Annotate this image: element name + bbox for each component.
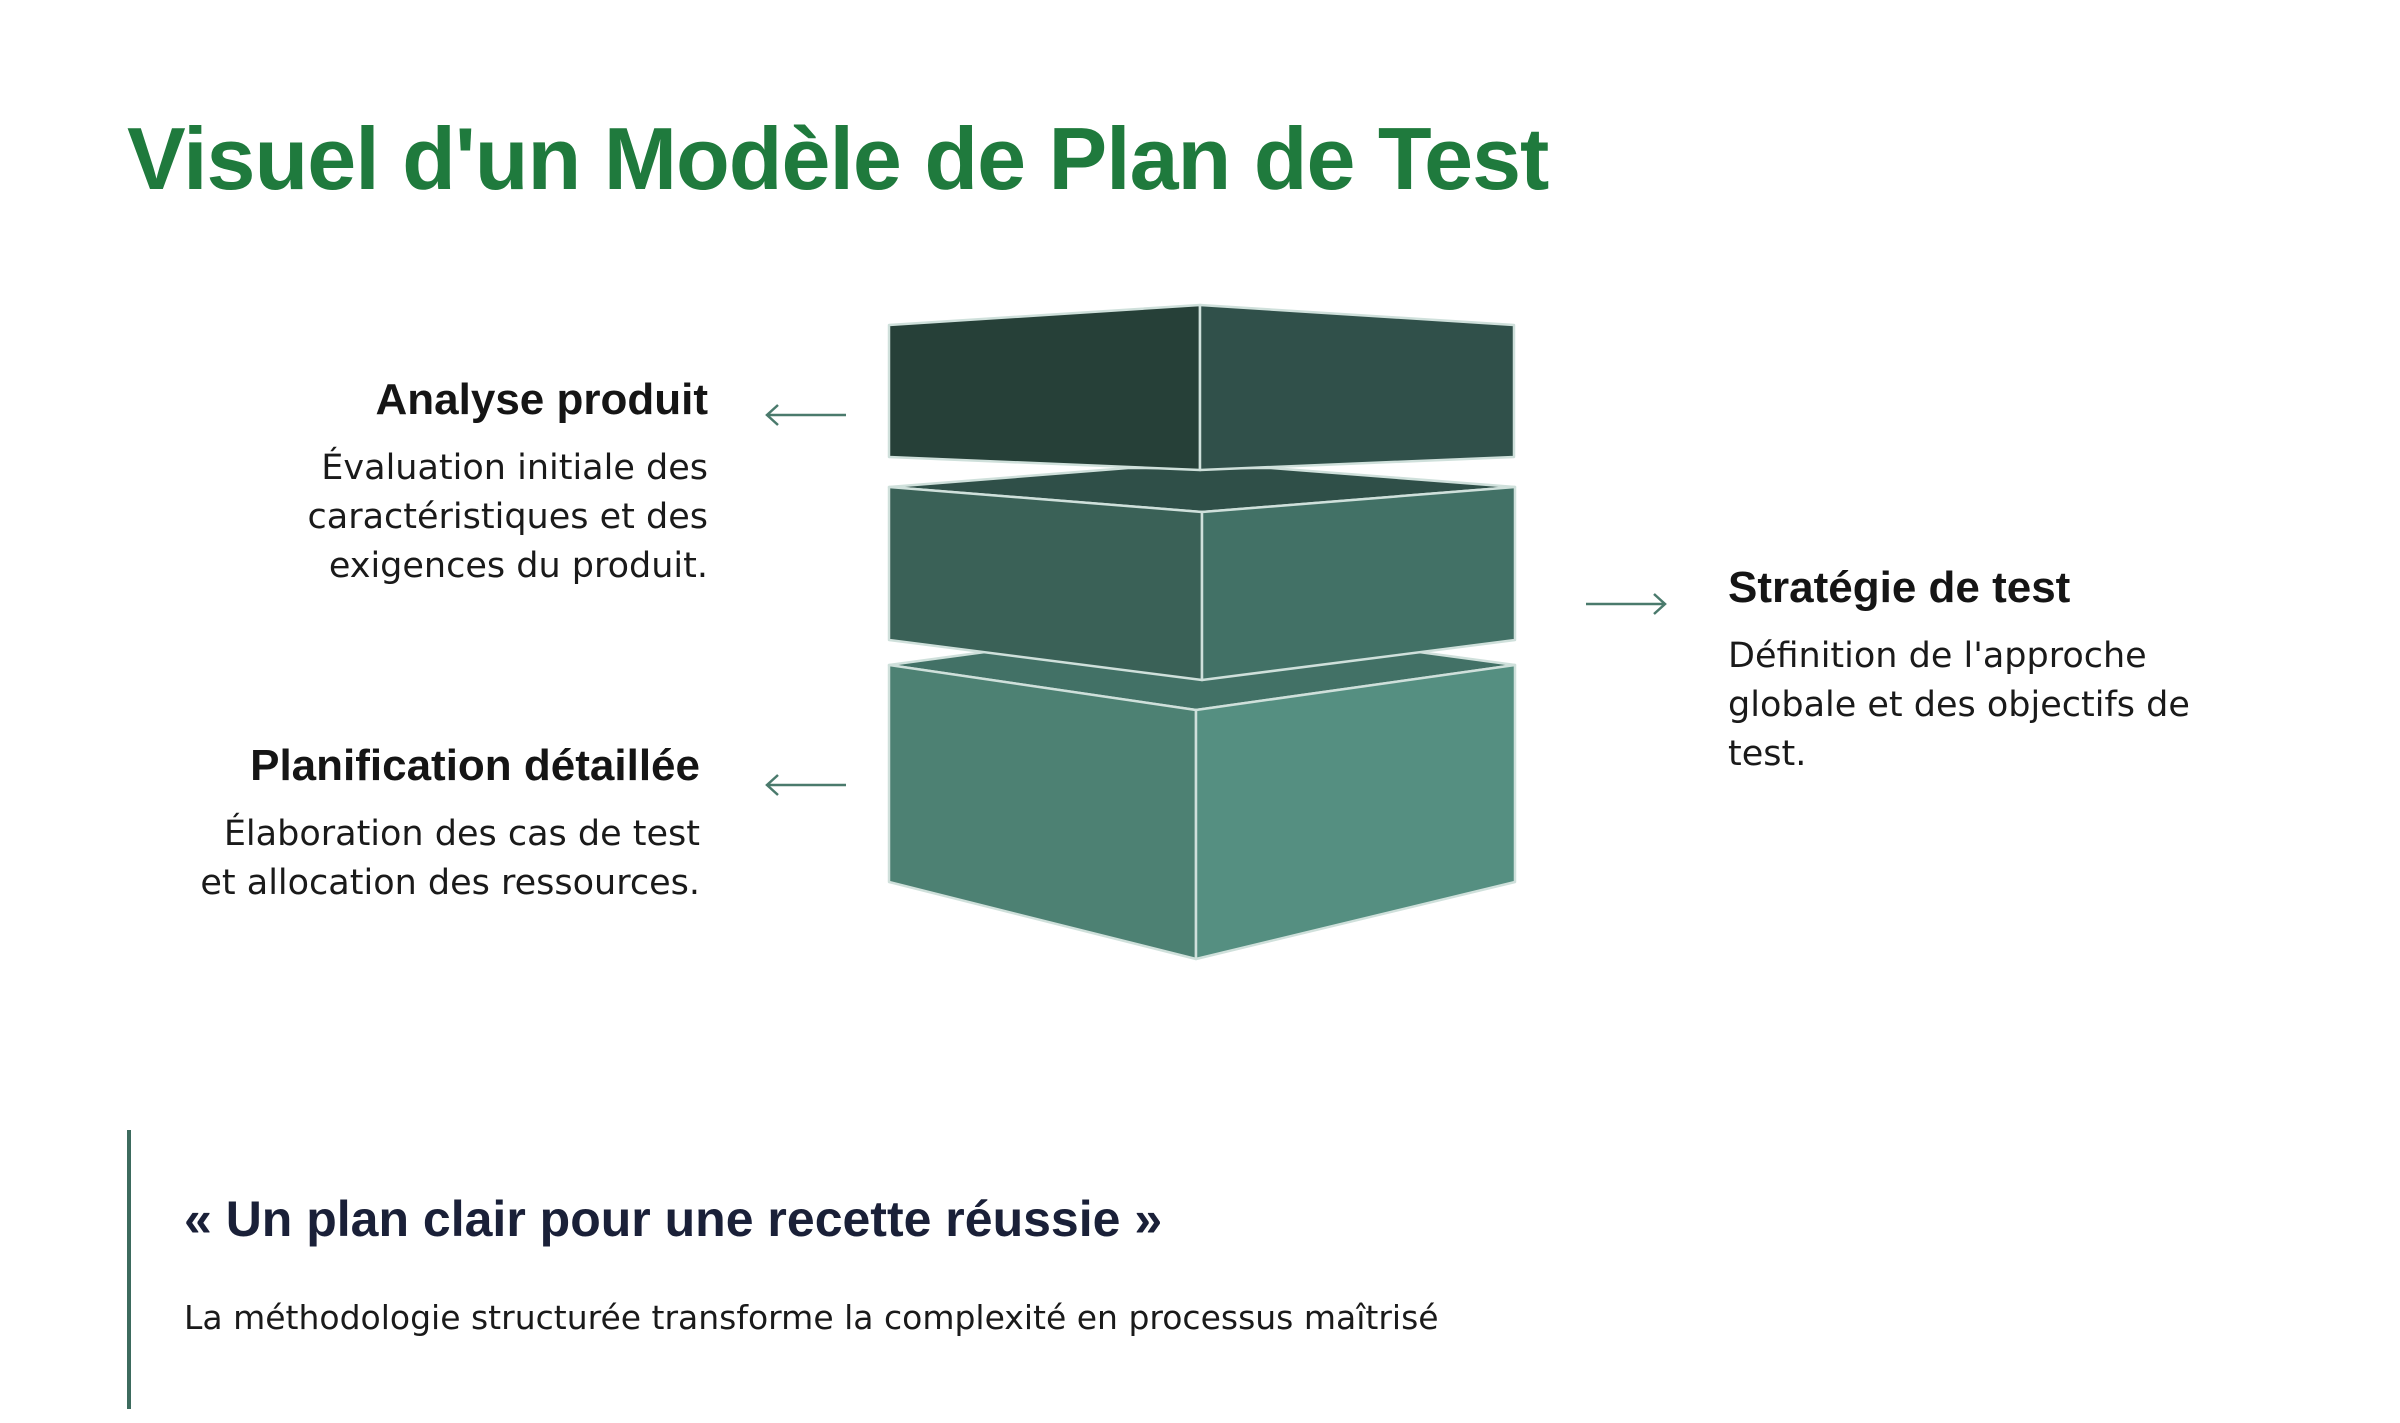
step-analyse-produit: Analyse produit Évaluation initiale des … — [88, 372, 708, 591]
arrow-right-icon — [1586, 593, 1667, 615]
arrow-left-icon — [765, 774, 846, 796]
layer1-left-face — [887, 303, 1202, 472]
layer2-right-face — [1200, 485, 1517, 682]
step-planification-detaillee: Planification détaillée Élaboration des … — [80, 738, 700, 908]
arrow-left-icon — [765, 404, 846, 426]
quote-text: « Un plan clair pour une recette réussie… — [184, 1191, 1163, 1247]
step-heading: Stratégie de test — [1728, 563, 2071, 612]
step-description: Évaluation initiale des caractéristiques… — [307, 448, 708, 586]
quote-block: « Un plan clair pour une recette réussie… — [127, 1130, 1784, 1409]
step-heading: Analyse produit — [375, 375, 709, 424]
page-title: Visuel d'un Modèle de Plan de Test — [127, 109, 1549, 208]
step-heading: Planification détaillée — [250, 741, 700, 790]
step-strategie-de-test: Stratégie de test Définition de l'approc… — [1728, 560, 2248, 779]
layer3-right-face — [1194, 663, 1517, 961]
step-description: Définition de l'approche globale et des … — [1728, 636, 2190, 774]
step-description: Élaboration des cas de test et allocatio… — [200, 814, 700, 903]
layer1-right-face — [1198, 303, 1516, 472]
layer3-left-face — [887, 663, 1198, 961]
quote-subtext: La méthodologie structurée transforme la… — [184, 1298, 1439, 1337]
layer-strategie — [887, 466, 1517, 682]
layer-planification — [887, 650, 1517, 961]
layer2-left-face — [887, 485, 1204, 682]
layer-analyse — [887, 303, 1516, 472]
